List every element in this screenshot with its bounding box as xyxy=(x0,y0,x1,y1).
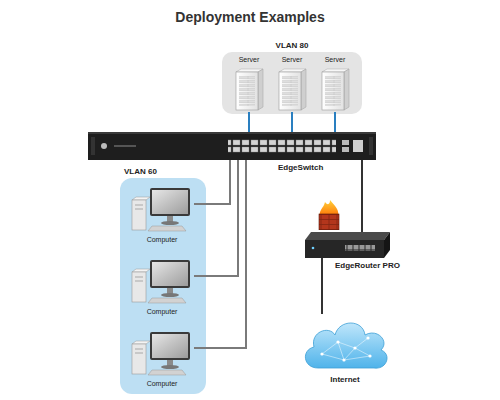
server: Server xyxy=(232,56,266,112)
network-cable xyxy=(334,112,336,132)
computer-label: Computer xyxy=(130,308,194,316)
network-cable xyxy=(321,258,323,314)
edge-switch-icon xyxy=(88,132,376,160)
computer-label: Computer xyxy=(130,380,194,388)
server-label: Server xyxy=(275,56,309,64)
vlan-group: VLAN 80ServerServerServer xyxy=(222,52,362,114)
computer-icon-shape xyxy=(132,260,190,303)
computer-icon-shape xyxy=(132,332,190,375)
edge-switch-icon-shape xyxy=(88,132,376,160)
computer: Computer xyxy=(130,330,194,388)
vlan-group-label: VLAN 80 xyxy=(222,41,362,50)
vlan-group: VLAN 60ComputerComputerComputer xyxy=(120,178,206,394)
network-cable xyxy=(291,112,293,132)
computer-icon xyxy=(130,258,194,304)
internet-cloud-icon-shape xyxy=(305,323,387,368)
internet-cloud: Internet xyxy=(300,314,390,372)
edge-router-icon-shape xyxy=(305,232,390,258)
computer-icon-shape xyxy=(132,188,190,231)
server-label: Server xyxy=(232,56,266,64)
diagram-title: Deployment Examples xyxy=(0,9,500,25)
internet-cloud-icon xyxy=(300,314,390,372)
vlan-group-label: VLAN 60 xyxy=(124,167,157,176)
server-icon xyxy=(275,68,309,112)
edge-router-icon xyxy=(305,232,390,258)
server-icon-shape xyxy=(236,69,263,110)
server-label: Server xyxy=(318,56,352,64)
computer-label: Computer xyxy=(130,236,194,244)
internet-cloud-label: Internet xyxy=(300,375,390,384)
firewall-icon-shape xyxy=(319,200,339,230)
server-icon xyxy=(318,68,352,112)
edge-router-label: EdgeRouter PRO xyxy=(335,261,400,270)
server-icon-shape xyxy=(322,69,349,110)
server-icon-shape xyxy=(279,69,306,110)
network-cable xyxy=(361,160,363,232)
computer-icon xyxy=(130,330,194,376)
edge-router: EdgeRouter PRO xyxy=(305,232,390,258)
edge-switch-label: EdgeSwitch xyxy=(278,163,323,172)
edge-switch: EdgeSwitch xyxy=(88,132,376,160)
network-cable xyxy=(194,160,246,348)
computer: Computer xyxy=(130,258,194,316)
server: Server xyxy=(275,56,309,112)
network-cable xyxy=(194,160,230,204)
server: Server xyxy=(318,56,352,112)
computer: Computer xyxy=(130,186,194,244)
network-cable xyxy=(248,112,250,132)
computer-icon xyxy=(130,186,194,232)
server-icon xyxy=(232,68,266,112)
network-cable xyxy=(194,160,238,276)
firewall-icon xyxy=(317,200,341,230)
